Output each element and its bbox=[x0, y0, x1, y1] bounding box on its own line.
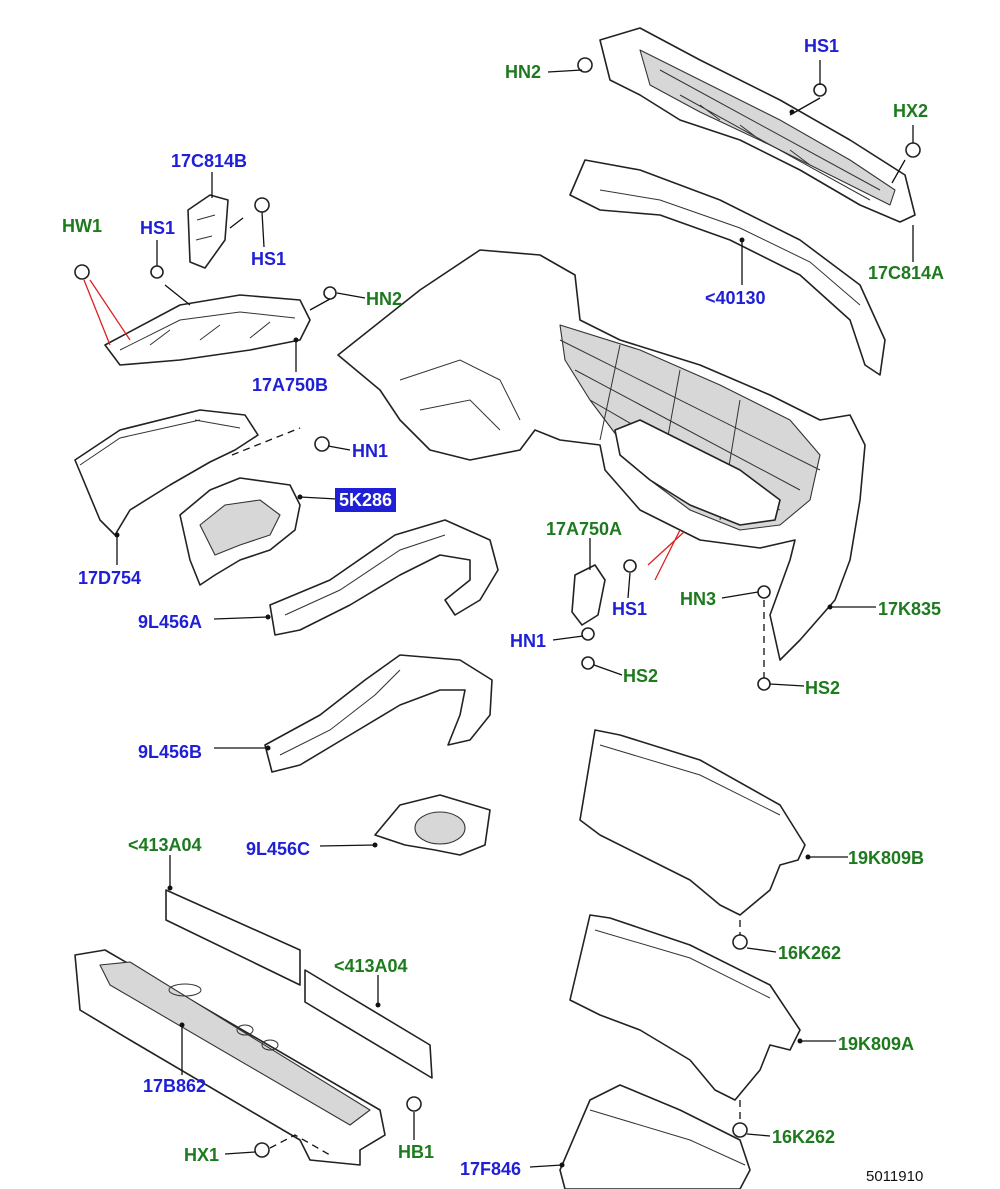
label-hs1-right: HS1 bbox=[251, 249, 287, 269]
label-17c814b: 17C814B bbox=[171, 151, 248, 171]
trim-9l456a bbox=[269, 519, 499, 636]
figure-number: 5011910 bbox=[866, 1168, 924, 1185]
leader-points bbox=[114, 109, 833, 1168]
lower-bracket-17f846 bbox=[559, 1084, 751, 1189]
bumper-cover-17k835 bbox=[337, 249, 866, 661]
leader-lines bbox=[116, 60, 914, 1168]
strip-413a04-upper bbox=[165, 889, 301, 986]
label-17a750b: 17A750B bbox=[252, 375, 329, 395]
label-hx1: HX1 bbox=[184, 1145, 220, 1165]
shield-5k286 bbox=[179, 477, 301, 586]
side-panel-17d754 bbox=[74, 409, 259, 536]
label-9l456a: 9L456A bbox=[138, 612, 203, 632]
label-hb1: HB1 bbox=[398, 1142, 435, 1162]
valance-19k809b bbox=[579, 729, 806, 916]
label-17a750a: 17A750A bbox=[546, 519, 623, 539]
trim-9l456c bbox=[374, 794, 491, 856]
label-hs2-mid: HS2 bbox=[623, 666, 659, 686]
label-hn1-mid: HN1 bbox=[510, 631, 547, 651]
label-hn1-top: HN1 bbox=[352, 441, 389, 461]
label-413a04-top: <413A04 bbox=[128, 835, 202, 855]
upper-reinforcement-17c814a bbox=[599, 27, 916, 223]
fasteners bbox=[74, 57, 921, 1158]
red-leader-lines bbox=[83, 279, 685, 581]
bracket-17c814b bbox=[187, 194, 229, 269]
label-hn2-top: HN2 bbox=[505, 62, 542, 82]
strip-413a04-lower bbox=[304, 969, 433, 1079]
label-16k262-bot: 16K262 bbox=[772, 1127, 836, 1147]
label-5k286-selected[interactable]: 5K286 bbox=[334, 488, 397, 512]
label-hs1-left: HS1 bbox=[140, 218, 176, 238]
trim-9l456b bbox=[264, 654, 493, 773]
label-hw1: HW1 bbox=[62, 216, 102, 236]
label-17f846: 17F846 bbox=[460, 1159, 522, 1179]
label-hn2-mid: HN2 bbox=[366, 289, 403, 309]
label-9l456c: 9L456C bbox=[246, 839, 311, 859]
label-9l456b: 9L456B bbox=[138, 742, 203, 762]
bracket-17a750a bbox=[571, 564, 606, 626]
label-hn3: HN3 bbox=[680, 589, 717, 609]
label-17k835: 17K835 bbox=[878, 599, 942, 619]
label-hs1-mid: HS1 bbox=[612, 599, 648, 619]
label-19k809b: 19K809B bbox=[848, 848, 925, 868]
label-413a04-mid: <413A04 bbox=[334, 956, 408, 976]
upper-trim-40130 bbox=[569, 159, 886, 376]
label-19k809a: 19K809A bbox=[838, 1034, 915, 1054]
beam-17b862 bbox=[74, 949, 386, 1166]
label-hx2: HX2 bbox=[893, 101, 929, 121]
label-17d754: 17D754 bbox=[78, 568, 142, 588]
label-hs2-right: HS2 bbox=[805, 678, 841, 698]
label-40130: <40130 bbox=[705, 288, 766, 308]
valance-19k809a bbox=[569, 914, 801, 1101]
label-hs1-top: HS1 bbox=[804, 36, 840, 56]
label-17b862: 17B862 bbox=[143, 1076, 207, 1096]
bracket-17a750b bbox=[104, 294, 311, 366]
label-17c814a: 17C814A bbox=[868, 263, 945, 283]
label-16k262-top: 16K262 bbox=[778, 943, 842, 963]
